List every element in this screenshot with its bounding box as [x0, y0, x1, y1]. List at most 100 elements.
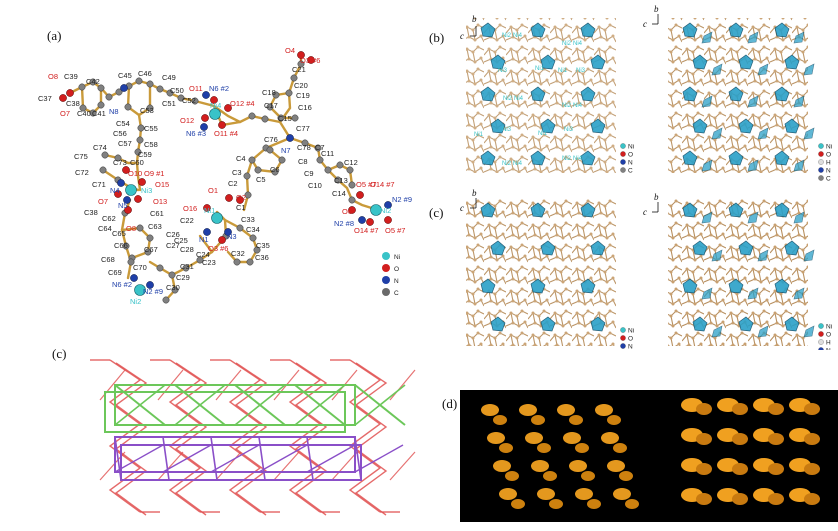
atom-label: C52	[182, 96, 196, 105]
density-blob	[613, 443, 627, 453]
axis-glyphs: b c b c b c b c	[460, 4, 659, 217]
ni-polyhedron	[728, 150, 744, 166]
density-blob	[531, 460, 549, 472]
atom-label: C16	[298, 103, 312, 112]
legend-swatch	[818, 331, 824, 337]
density-blob	[595, 404, 613, 416]
atom-label: C54	[116, 119, 130, 128]
ni-polyhedron	[784, 316, 800, 332]
panel-label-b: (b)	[429, 30, 445, 45]
ni-polyhedron	[747, 95, 759, 108]
atom-label: C42	[86, 77, 100, 86]
atom-label: C49	[162, 73, 176, 82]
ni-polyhedron	[701, 287, 713, 300]
atom-label: C19	[296, 91, 310, 100]
net-edge-purple	[306, 436, 314, 481]
atom-label: O15	[155, 180, 169, 189]
net-edge	[288, 359, 322, 513]
atom-label: C77	[296, 124, 310, 133]
legend-o: O	[628, 336, 633, 343]
density-blob	[493, 415, 507, 425]
ni-polyhedron	[774, 22, 790, 38]
ni-polyhedron	[784, 240, 800, 256]
ni-atom	[125, 184, 137, 196]
net-edge-purple	[354, 436, 362, 481]
atom-label: O12	[180, 116, 194, 125]
legend-swatch	[620, 167, 626, 173]
ni-label: Ni2	[502, 161, 512, 167]
atom-label: Ni3	[141, 186, 152, 195]
ni-polyhedron	[711, 325, 723, 338]
atom-label: N2 #8	[334, 219, 354, 228]
ni-polyhedron	[682, 278, 698, 294]
atom-label: O7	[60, 109, 70, 118]
atom-label: C4	[236, 154, 246, 163]
atom-label: C53	[140, 106, 154, 115]
legend-swatch	[818, 339, 824, 345]
axis-b: b	[654, 192, 659, 202]
ni-label: Ni4	[513, 33, 523, 39]
crystal-structure-a: O8 C39 C42 C45 C46 C49 C37 C38 O7 C40 C4…	[38, 46, 412, 306]
net-edge	[389, 451, 416, 481]
net-edge-purple	[354, 444, 404, 473]
legend-swatch	[620, 143, 626, 149]
atom-label: N6 #2	[209, 84, 229, 93]
density-blob	[587, 499, 601, 509]
ni-atom	[209, 108, 221, 120]
density-blob	[768, 433, 784, 445]
ni-polyhedron	[774, 150, 790, 166]
panel-label-a: (a)	[47, 28, 62, 43]
panel-b: (b) (c) b c b c	[429, 0, 838, 350]
ni-polyhedron	[580, 278, 596, 294]
legend-ni: Ni	[826, 144, 832, 151]
ni-polyhedron	[757, 127, 769, 140]
atom-label: C6	[270, 165, 280, 174]
ni-polyhedron	[530, 202, 546, 218]
panel-d: (d)	[440, 390, 838, 531]
density-blob	[601, 432, 619, 444]
density-blob	[625, 499, 639, 509]
atom-label: C32	[231, 249, 245, 258]
atom-label: C14	[332, 189, 346, 198]
ni-polyhedron	[793, 95, 805, 108]
net-edge-green	[234, 384, 286, 426]
net-edge	[389, 369, 416, 401]
atom-label: Ni2	[380, 206, 391, 215]
net-edge	[354, 362, 388, 516]
net-edge-purple	[210, 444, 260, 473]
ni-polyhedron	[590, 240, 606, 256]
atom-label: O12 #4	[230, 99, 255, 108]
net-edge-green	[294, 384, 346, 426]
ni-polyhedron	[803, 63, 815, 76]
ni-polyhedron	[701, 95, 713, 108]
density-blob	[613, 488, 631, 500]
ni-polyhedron	[590, 316, 606, 332]
density-blob	[543, 471, 557, 481]
atom-legend-a: Ni O N C	[382, 252, 400, 297]
density-blob	[804, 463, 820, 475]
atom-label: C29	[176, 273, 190, 282]
density-blob	[607, 460, 625, 472]
atom-label: C38	[84, 208, 98, 217]
density-blob	[804, 403, 820, 415]
ni-polyhedron	[711, 127, 723, 140]
ni-polyhedron	[711, 63, 723, 76]
panel-c-net: (c)	[0, 340, 440, 531]
net-edge-purple	[162, 444, 212, 473]
legend-ni: Ni	[826, 324, 832, 331]
atom-label: C41	[92, 109, 106, 118]
panel-label-c-right: (c)	[429, 205, 444, 220]
atom-label: C21	[292, 65, 306, 74]
ni-polyhedron	[747, 31, 759, 44]
ni-polyhedron	[738, 240, 754, 256]
atom-label: O3 #6	[300, 56, 320, 65]
ni-polyhedron	[784, 118, 800, 134]
ni-polyhedron	[803, 325, 815, 338]
atom-label: N3	[227, 232, 237, 241]
net-edge-purple	[258, 436, 266, 481]
panel-a: (a)	[0, 0, 440, 330]
net-layer-purple	[120, 444, 362, 481]
ni-polyhedron	[530, 22, 546, 38]
axis-b: b	[472, 188, 477, 198]
ni-label: Ni1	[558, 68, 568, 74]
